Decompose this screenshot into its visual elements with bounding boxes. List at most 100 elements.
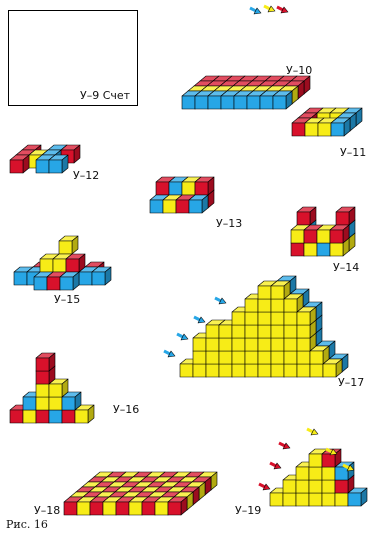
cube	[10, 155, 29, 173]
cube-front-face	[284, 338, 297, 351]
cube-front-face	[297, 212, 310, 225]
cube-front-face	[219, 325, 232, 338]
figure-u13	[150, 177, 214, 213]
cube-front-face	[245, 351, 258, 364]
cube	[92, 267, 111, 285]
cube-front-face	[232, 325, 245, 338]
cube-front-face	[284, 312, 297, 325]
cube-front-face	[258, 338, 271, 351]
cube-front-face	[129, 502, 142, 515]
cube-front-face	[331, 123, 344, 136]
cube-front-face	[335, 493, 348, 506]
cube	[330, 225, 349, 243]
label-u12: У–12	[73, 170, 99, 182]
cube-front-face	[53, 259, 66, 272]
cube-front-face	[64, 502, 77, 515]
figure-u17	[180, 276, 348, 377]
cube	[195, 177, 214, 195]
cube-front-face	[291, 243, 304, 256]
cube-front-face	[309, 467, 322, 480]
cube-front-face	[155, 502, 168, 515]
cube-front-face	[318, 123, 331, 136]
cube-front-face	[305, 123, 318, 136]
cube-front-face	[310, 351, 323, 364]
cube-front-face	[296, 480, 309, 493]
arrow-u17-2	[194, 317, 205, 323]
arrow-u10-red	[277, 7, 288, 13]
label-u19: У–19	[235, 505, 261, 517]
cube-front-face	[180, 364, 193, 377]
cube-front-face	[36, 160, 49, 173]
cube-front-face	[10, 160, 23, 173]
cube-front-face	[142, 502, 155, 515]
cube-front-face	[258, 286, 271, 299]
cube-front-face	[284, 364, 297, 377]
cube-front-face	[284, 299, 297, 312]
cube-front-face	[258, 325, 271, 338]
cube-front-face	[66, 259, 79, 272]
cube-front-face	[163, 200, 176, 213]
cube-front-face	[189, 200, 202, 213]
cube-front-face	[49, 397, 62, 410]
cube-front-face	[297, 312, 310, 325]
cube-front-face	[292, 123, 305, 136]
figure-caption: Рис. 16	[6, 518, 48, 531]
cube-front-face	[258, 351, 271, 364]
cube-front-face	[245, 312, 258, 325]
cube-front-face	[156, 182, 169, 195]
cube-front-face	[304, 230, 317, 243]
cube-front-face	[273, 96, 286, 109]
arrow-u10-blue	[250, 8, 261, 14]
cube-front-face	[291, 230, 304, 243]
cube-front-face	[232, 338, 245, 351]
cube-front-face	[206, 364, 219, 377]
cube-front-face	[103, 502, 116, 515]
figure-u16	[10, 353, 94, 423]
cube-front-face	[283, 493, 296, 506]
label-u17: У–17	[338, 377, 364, 389]
label-u10: У–10	[286, 65, 312, 77]
cube-front-face	[75, 410, 88, 423]
cube-front-face	[232, 364, 245, 377]
cube-front-face	[193, 364, 206, 377]
cube-front-face	[234, 96, 247, 109]
label-u16: У–16	[113, 404, 139, 416]
figure-u19	[270, 449, 367, 506]
cube-front-face	[195, 96, 208, 109]
cube-front-face	[260, 96, 273, 109]
cube-front-face	[206, 351, 219, 364]
cube-front-face	[284, 325, 297, 338]
cube-front-face	[176, 200, 189, 213]
cube-front-face	[14, 272, 27, 285]
label-u14: У–14	[333, 262, 359, 274]
cube-front-face	[206, 338, 219, 351]
cube-front-face	[232, 312, 245, 325]
cube-front-face	[284, 351, 297, 364]
cube-front-face	[245, 325, 258, 338]
cube-front-face	[304, 243, 317, 256]
cube-front-face	[317, 230, 330, 243]
cube	[49, 155, 68, 173]
arrow-u19-1	[307, 429, 318, 435]
cube-front-face	[10, 410, 23, 423]
cube	[271, 281, 290, 299]
cube-front-face	[60, 277, 73, 290]
cube-front-face	[168, 502, 181, 515]
arrow-u19-2	[279, 443, 290, 449]
cube-front-face	[271, 312, 284, 325]
cube-front-face	[206, 325, 219, 338]
cube-front-face	[258, 299, 271, 312]
cube-front-face	[182, 96, 195, 109]
cube-front-face	[49, 384, 62, 397]
cube-front-face	[49, 160, 62, 173]
cube-front-face	[271, 325, 284, 338]
cube	[66, 254, 85, 272]
cube-front-face	[335, 480, 348, 493]
cube-front-face	[36, 410, 49, 423]
cube-front-face	[36, 397, 49, 410]
cube	[189, 195, 208, 213]
cube-front-face	[245, 364, 258, 377]
cube-front-face	[34, 277, 47, 290]
cube-front-face	[258, 312, 271, 325]
cube	[336, 207, 355, 225]
